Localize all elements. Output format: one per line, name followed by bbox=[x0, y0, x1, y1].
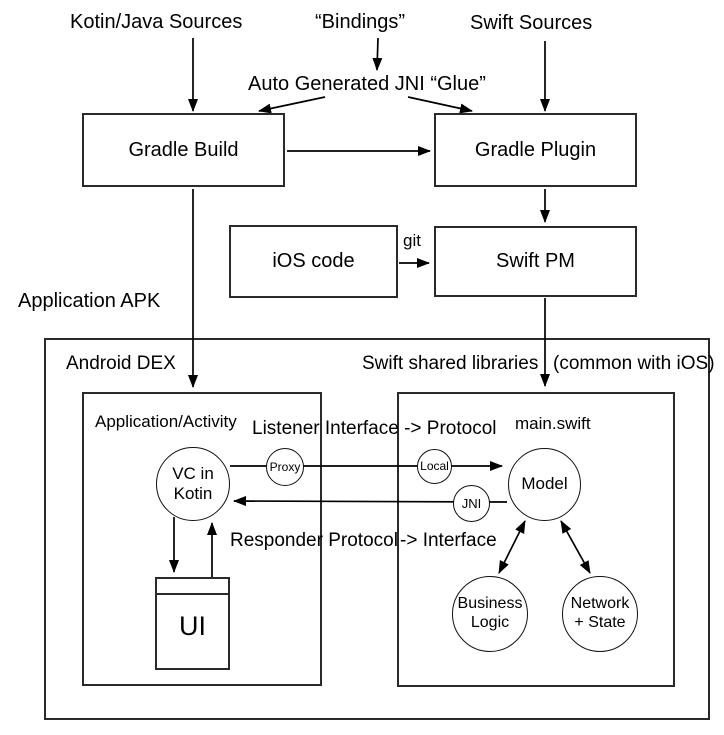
vc-in-kotlin-node: VC in Kotin bbox=[156, 447, 230, 521]
ui-box: UI bbox=[155, 577, 230, 670]
gradle-build-label: Gradle Build bbox=[128, 138, 239, 161]
listener-bridge-label: Listener Interface -> Protocol bbox=[252, 418, 497, 439]
arrow-glue-to-gradle-build bbox=[258, 96, 326, 114]
gradle-build-box: Gradle Build bbox=[82, 113, 285, 187]
swift-sources-label: Swift Sources bbox=[470, 12, 593, 34]
local-label: Local bbox=[420, 459, 449, 474]
responder-bridge-right-label: -> Interface bbox=[400, 530, 497, 551]
arrow-model-network-bidirectional bbox=[560, 520, 591, 574]
swift-pm-box: Swift PM bbox=[434, 226, 637, 297]
network-state-label-line1: Network bbox=[570, 595, 630, 613]
arrow-bindings-to-glue bbox=[372, 37, 383, 71]
model-node: Model bbox=[508, 448, 581, 521]
common-with-ios-label: (common with iOS) bbox=[553, 353, 715, 374]
gradle-plugin-box: Gradle Plugin bbox=[434, 113, 637, 187]
ui-box-titlebar bbox=[155, 577, 230, 595]
ios-code-label: iOS code bbox=[272, 250, 355, 272]
jni-label: JNI bbox=[461, 495, 482, 511]
gradle-plugin-label: Gradle Plugin bbox=[474, 138, 597, 161]
git-label: git bbox=[403, 231, 421, 250]
jni-glue-label: Auto Generated JNI “Glue” bbox=[248, 73, 486, 95]
kotlin-java-sources-label: Kotin/Java Sources bbox=[70, 11, 243, 33]
application-apk-label: Application APK bbox=[18, 290, 161, 312]
swift-pm-label: Swift PM bbox=[496, 250, 575, 272]
network-state-label-line2: + State bbox=[574, 614, 626, 631]
bindings-label: “Bindings” bbox=[315, 11, 406, 33]
ios-code-box: iOS code bbox=[229, 225, 398, 298]
swift-library-box bbox=[397, 392, 675, 687]
arrow-model-business-bidirectional bbox=[498, 520, 526, 574]
model-label: Model bbox=[521, 474, 568, 494]
vc-label-line2: Kotin bbox=[173, 484, 213, 503]
local-node: Local bbox=[417, 449, 452, 484]
business-logic-label-line1: Business bbox=[457, 595, 523, 613]
ui-label: UI bbox=[179, 611, 206, 641]
business-logic-label-line2: Logic bbox=[470, 614, 510, 631]
network-state-node: Network + State bbox=[562, 576, 638, 652]
application-container-box bbox=[44, 338, 710, 720]
application-activity-label: Application/Activity bbox=[95, 412, 237, 431]
business-logic-node: Business Logic bbox=[452, 576, 528, 652]
responder-bridge-left-label: Responder Protocol bbox=[230, 530, 398, 551]
jni-node: JNI bbox=[453, 485, 490, 522]
arrow-glue-to-gradle-plugin bbox=[407, 96, 473, 114]
vc-label-line1: VC in bbox=[172, 463, 214, 483]
proxy-label: Proxy bbox=[269, 459, 301, 474]
main-swift-label: main.swift bbox=[515, 414, 591, 433]
android-dex-label: Android DEX bbox=[66, 353, 176, 374]
swift-shared-libraries-label: Swift shared libraries bbox=[362, 353, 539, 374]
proxy-node: Proxy bbox=[266, 448, 304, 486]
android-dex-box bbox=[82, 392, 322, 686]
